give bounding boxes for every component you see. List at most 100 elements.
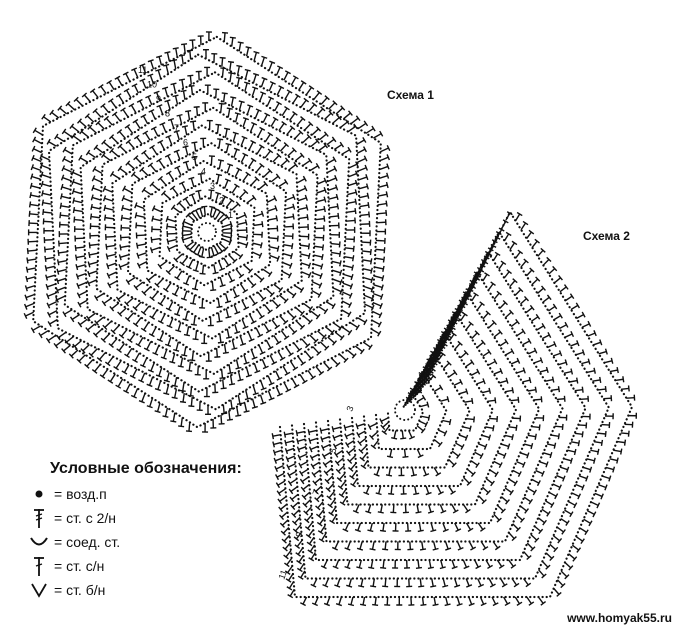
stitch-symbol <box>324 475 334 485</box>
stitch-symbol <box>365 504 372 514</box>
stitch-symbol <box>54 133 65 142</box>
stitch-symbol <box>166 317 174 329</box>
stitch-symbol <box>465 321 474 331</box>
stitch-symbol <box>420 596 427 606</box>
stitch-symbol <box>56 331 67 341</box>
stitch-symbol <box>559 466 570 473</box>
stitch-symbol <box>38 330 49 339</box>
stitch-symbol <box>448 325 456 336</box>
stitch-symbol <box>42 218 53 225</box>
stitch-symbol <box>421 414 431 421</box>
stitch-symbol <box>41 199 52 206</box>
double-crochet-icon <box>28 507 50 529</box>
stitch-symbol <box>69 313 81 323</box>
stitch-symbol <box>454 522 462 533</box>
stitch-symbol <box>59 202 70 209</box>
stitch-symbol <box>576 311 586 319</box>
stitch-symbol <box>481 486 491 496</box>
stitch-symbol <box>448 331 457 342</box>
stitch-symbol <box>361 239 372 246</box>
stitch-symbol <box>192 261 199 273</box>
stitch-symbol <box>181 227 192 234</box>
stitch-symbol <box>264 131 274 142</box>
stitch-symbol <box>282 365 291 376</box>
stitch-symbol <box>536 322 546 331</box>
stitch-symbol <box>259 380 267 391</box>
legend-item-single-crochet: = ст. б/н <box>28 578 242 602</box>
legend-item-single-dc: = ст. с/н <box>28 554 242 578</box>
stitch-symbol <box>253 231 263 238</box>
stitch-symbol <box>326 156 337 165</box>
stitch-symbol <box>152 345 160 356</box>
stitch-symbol <box>488 319 497 329</box>
stitch-symbol <box>442 578 449 588</box>
stitch-symbol <box>172 94 179 105</box>
stitch-symbol <box>504 434 514 441</box>
stitch-symbol <box>541 332 552 340</box>
stitch-symbol <box>268 60 276 71</box>
stitch-symbol <box>287 147 297 157</box>
stitch-symbol <box>234 323 241 335</box>
stitch-symbol <box>243 264 254 274</box>
stitch-symbol <box>313 244 325 251</box>
stitch-symbol <box>133 281 144 291</box>
stitch-symbol <box>379 163 390 171</box>
stitch-symbol <box>497 452 507 459</box>
stitch-symbol <box>185 259 194 270</box>
stitch-symbol <box>356 146 368 155</box>
stitch-symbol <box>221 31 229 42</box>
stitch-symbol <box>286 125 296 136</box>
stitch-symbol <box>319 341 330 351</box>
stitch-symbol <box>291 509 300 518</box>
stitch-symbol <box>241 318 249 330</box>
stitch-symbol <box>422 467 430 477</box>
stitch-symbol <box>346 217 357 224</box>
stitch-symbol <box>582 466 593 473</box>
stitch-symbol <box>182 310 189 322</box>
stitch-symbol <box>370 440 379 450</box>
stitch-symbol <box>178 417 185 428</box>
stitch-symbol <box>118 262 129 271</box>
stitch-symbol <box>205 31 212 41</box>
stitch-symbol <box>479 596 487 607</box>
stitch-symbol <box>531 478 541 487</box>
stitch-symbol <box>124 123 134 134</box>
stitch-symbol <box>403 559 411 569</box>
stitch-symbol <box>24 293 35 301</box>
stitch-symbol <box>504 487 514 496</box>
stitch-symbol <box>328 100 338 110</box>
stitch-symbol <box>346 198 358 205</box>
stitch-symbol <box>598 484 608 491</box>
stitch-symbol <box>354 345 365 355</box>
stitch-symbol <box>380 144 391 153</box>
stitch-symbol <box>272 136 282 147</box>
stitch-symbol <box>505 348 515 356</box>
stitch-symbol <box>284 89 293 100</box>
stitch-symbol <box>91 175 103 183</box>
stitch-symbol <box>90 194 102 201</box>
stitch-symbol <box>169 353 176 364</box>
stitch-symbol <box>603 395 613 402</box>
stitch-symbol <box>197 172 204 183</box>
stitch-symbol <box>242 116 250 128</box>
stitch-symbol <box>279 315 289 325</box>
stitch-symbol <box>463 477 472 486</box>
stitch-symbol <box>167 117 175 129</box>
stitch-symbol <box>470 460 480 469</box>
stitch-symbol <box>523 496 534 505</box>
stitch-symbol <box>321 451 332 460</box>
stitch-symbol <box>390 504 397 514</box>
stitch-symbol <box>201 205 208 216</box>
stitch-symbol <box>302 499 312 508</box>
stitch-symbol <box>107 280 118 289</box>
stitch-symbol <box>482 272 490 282</box>
stitch-symbol <box>89 223 100 230</box>
stitch-symbol <box>567 448 577 456</box>
stitch-symbol <box>115 293 126 303</box>
stitch-symbol <box>327 175 338 183</box>
stitch-symbol <box>187 74 194 85</box>
stitch-symbol <box>311 126 322 136</box>
stitch-symbol <box>183 275 191 286</box>
stitch-symbol <box>520 452 530 459</box>
stitch-symbol <box>320 443 331 451</box>
